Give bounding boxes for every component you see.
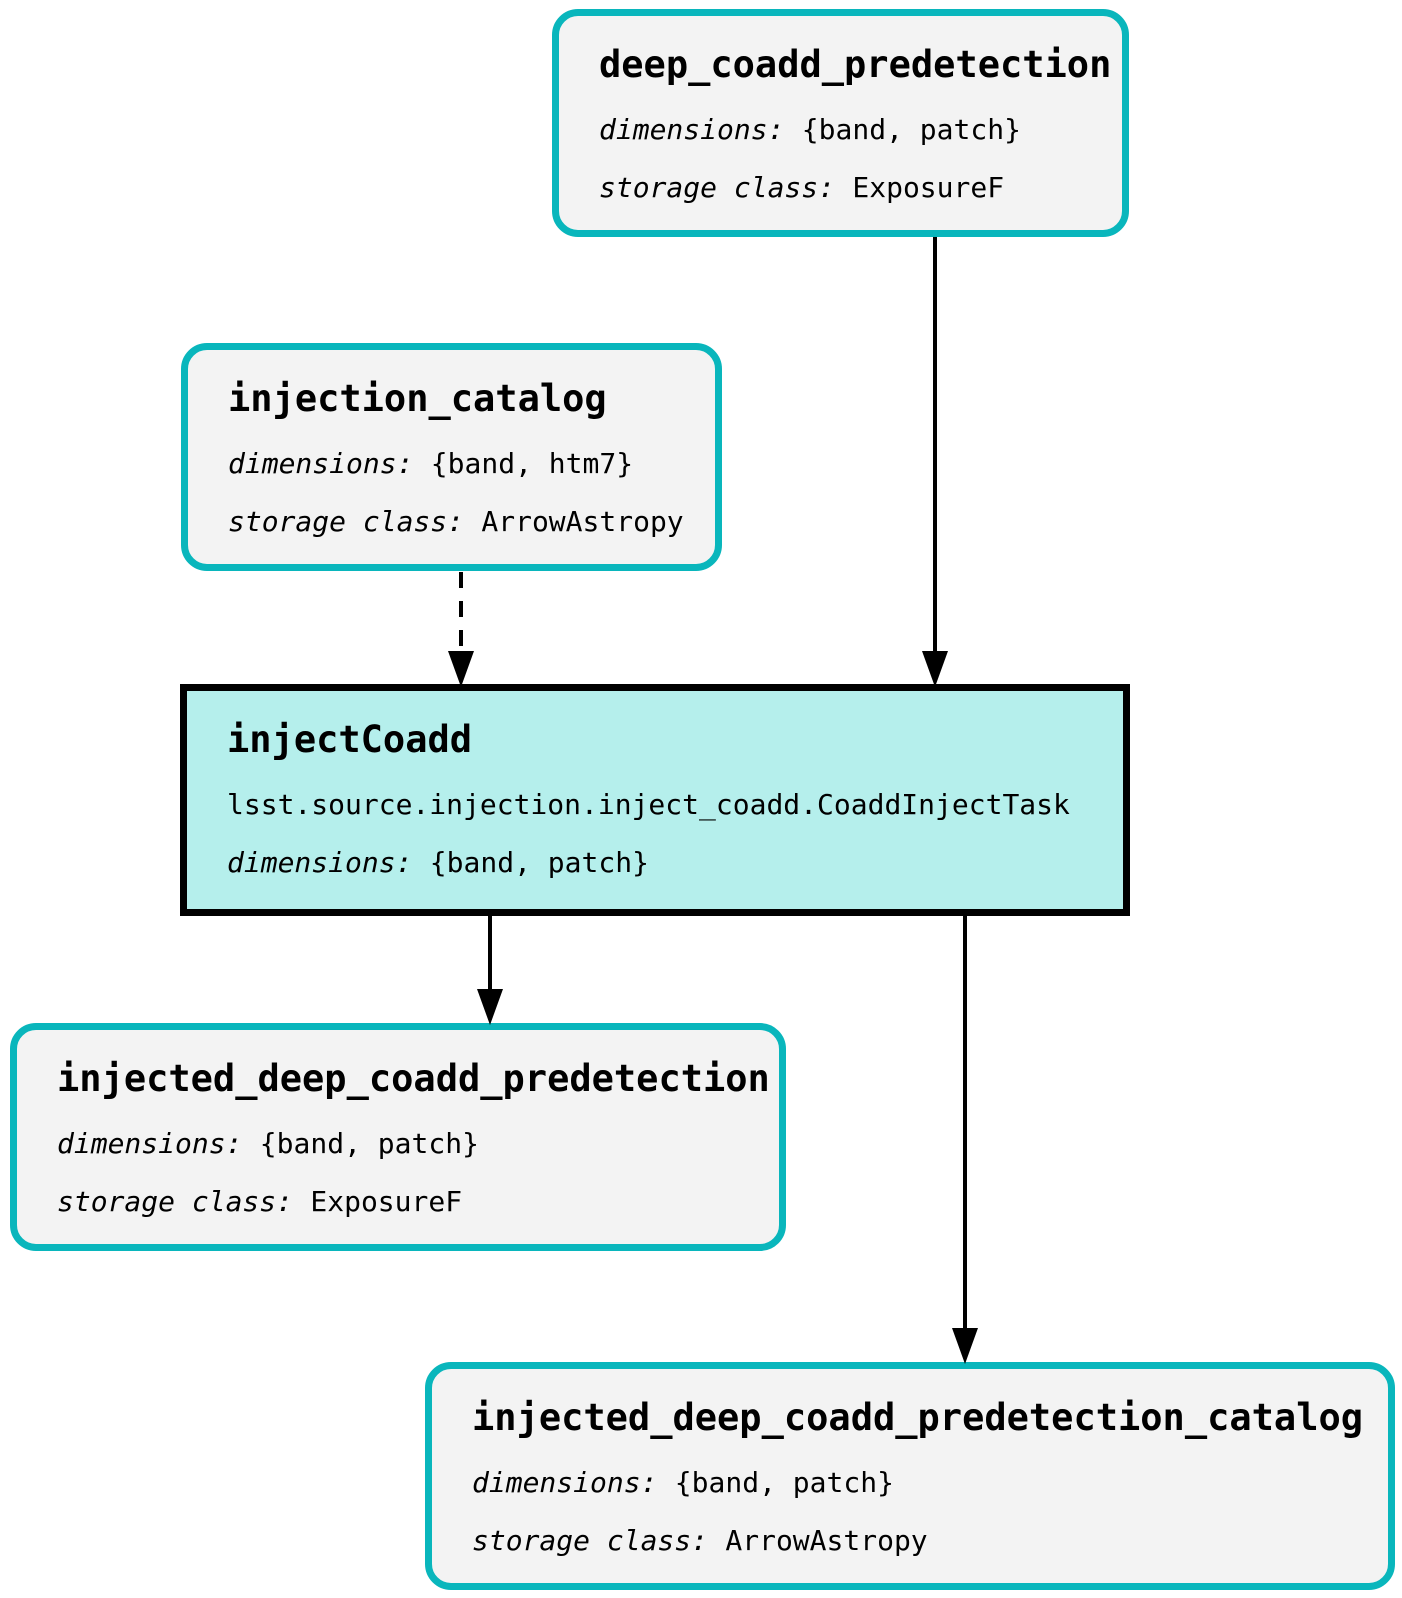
node-title: deep_coadd_predetection bbox=[599, 43, 1112, 86]
node-title: injectCoadd bbox=[227, 718, 473, 761]
storage-class-value: ExposureF bbox=[310, 1185, 463, 1218]
node-content: injectCoadd lsst.source.injection.inject… bbox=[187, 691, 1123, 880]
arrowhead-icon bbox=[922, 651, 948, 687]
dimensions-label: dimensions: bbox=[472, 1466, 658, 1499]
dimensions-value: {band, patch} bbox=[259, 1127, 479, 1160]
node-content: injection_catalog dimensions: {band, htm7… bbox=[188, 350, 715, 539]
edge-injection-catalog-to-injectcoadd bbox=[448, 572, 474, 687]
dimensions-label: dimensions: bbox=[228, 447, 414, 480]
edge-deep-coadd-predetection-to-injectcoadd bbox=[922, 237, 948, 687]
storage-class-label: storage class: bbox=[599, 171, 836, 204]
storage-class-label: storage class: bbox=[472, 1524, 709, 1557]
dimensions-value: {band, patch} bbox=[674, 1466, 894, 1499]
dimensions-label: dimensions: bbox=[227, 846, 413, 879]
edge-injectcoadd-to-injected-deep-coadd-predetection bbox=[477, 916, 503, 1025]
dimensions-row: dimensions: {band, patch} bbox=[57, 1127, 739, 1161]
arrowhead-icon bbox=[448, 651, 474, 687]
storage-class-row: storage class: ArrowAstropy bbox=[228, 505, 684, 539]
dimensions-row: dimensions: {band, patch} bbox=[472, 1466, 1348, 1500]
node-title: injection_catalog bbox=[228, 377, 607, 420]
task-class-value: lsst.source.injection.inject_coadd.Coadd… bbox=[227, 788, 1070, 821]
storage-class-row: storage class: ExposureF bbox=[57, 1185, 739, 1219]
storage-class-value: ArrowAstropy bbox=[725, 1524, 928, 1557]
storage-class-label: storage class: bbox=[228, 505, 465, 538]
dimensions-row: dimensions: {band, patch} bbox=[599, 113, 1082, 147]
storage-class-value: ArrowAstropy bbox=[481, 505, 684, 538]
storage-class-row: storage class: ArrowAstropy bbox=[472, 1524, 1348, 1558]
dataset-node-deep-coadd-predetection: deep_coadd_predetection dimensions: {band… bbox=[552, 9, 1129, 237]
dimensions-label: dimensions: bbox=[57, 1127, 243, 1160]
edge-injectcoadd-to-injected-deep-coadd-predetection-catalog bbox=[952, 916, 978, 1364]
node-title: injected_deep_coadd_predetection_catalog bbox=[472, 1396, 1364, 1439]
dataset-node-injection-catalog: injection_catalog dimensions: {band, htm7… bbox=[181, 343, 722, 571]
task-node-injectcoadd: injectCoadd lsst.source.injection.inject… bbox=[180, 684, 1130, 916]
node-content: injected_deep_coadd_predetection_catalog… bbox=[432, 1369, 1388, 1558]
dimensions-row: dimensions: {band, patch} bbox=[227, 846, 1083, 880]
node-title: injected_deep_coadd_predetection bbox=[57, 1057, 770, 1100]
node-content: deep_coadd_predetection dimensions: {band… bbox=[559, 16, 1122, 205]
storage-class-value: ExposureF bbox=[852, 171, 1005, 204]
task-class-row: lsst.source.injection.inject_coadd.Coadd… bbox=[227, 788, 1083, 822]
arrowhead-icon bbox=[952, 1328, 978, 1364]
node-content: injected_deep_coadd_predetection dimensi… bbox=[17, 1030, 779, 1219]
dimensions-row: dimensions: {band, htm7} bbox=[228, 447, 675, 481]
arrowhead-icon bbox=[477, 989, 503, 1025]
storage-class-row: storage class: ExposureF bbox=[599, 171, 1082, 205]
dataset-node-injected-deep-coadd-predetection: injected_deep_coadd_predetection dimensi… bbox=[10, 1023, 786, 1251]
storage-class-label: storage class: bbox=[57, 1185, 294, 1218]
dataset-node-injected-deep-coadd-predetection-catalog: injected_deep_coadd_predetection_catalog… bbox=[425, 1362, 1395, 1590]
dimensions-value: {band, patch} bbox=[801, 113, 1021, 146]
dimensions-label: dimensions: bbox=[599, 113, 785, 146]
dimensions-value: {band, htm7} bbox=[430, 447, 634, 480]
dimensions-value: {band, patch} bbox=[429, 846, 649, 879]
